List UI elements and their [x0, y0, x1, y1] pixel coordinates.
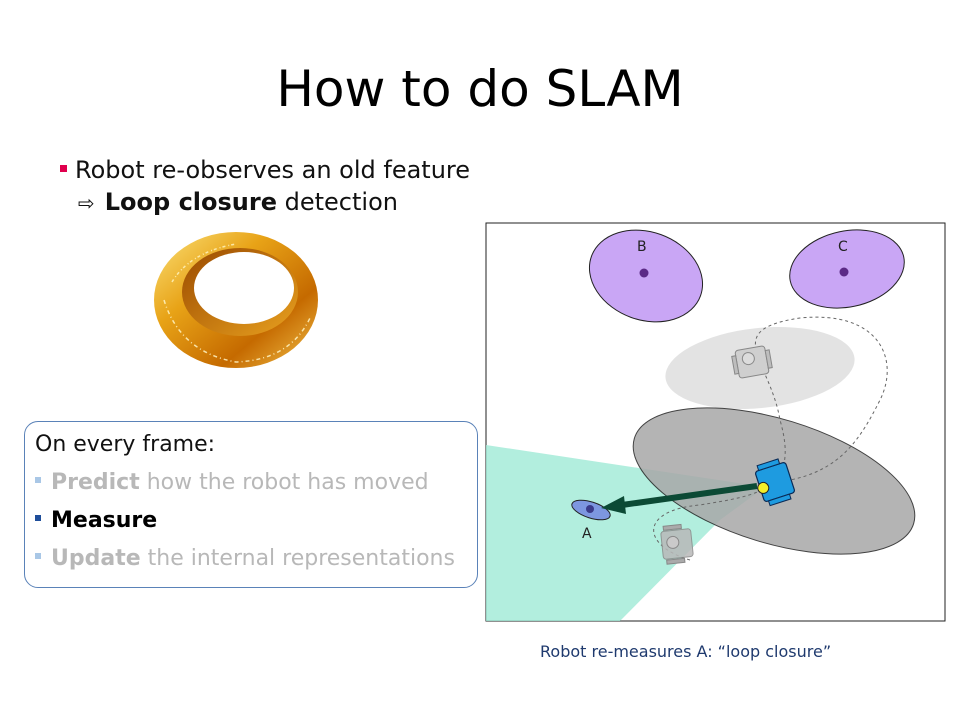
bullet-square-icon	[35, 477, 41, 483]
early-robot-pose-icon	[660, 523, 694, 565]
feature-b-dot	[639, 268, 649, 278]
robot-icon	[755, 458, 795, 507]
sub-bullet-rest: detection	[277, 188, 398, 216]
measurement-arrow	[621, 483, 758, 508]
feature-c-label: C	[838, 239, 848, 255]
step-measure-bold: Measure	[51, 508, 158, 533]
bullet-square-icon	[35, 553, 41, 559]
feature-a-dot	[586, 505, 594, 513]
diagram-caption: Robot re-measures A: “loop closure”	[540, 642, 832, 661]
feature-b-label: B	[637, 239, 647, 255]
main-bullet-text: Robot re-observes an old feature	[75, 156, 471, 184]
sub-bullet-bold: Loop closure	[104, 188, 277, 216]
main-bullet: Robot re-observes an old feature	[60, 156, 470, 184]
feature-a-label: A	[582, 526, 592, 542]
hollow-arrow-icon: ⇨	[78, 191, 95, 215]
measurement-arrowhead	[601, 496, 626, 514]
bullet-square-icon	[35, 515, 41, 521]
golden-ring-icon	[154, 232, 318, 368]
bullet-square-icon	[60, 164, 67, 172]
sub-bullet: ⇨ Loop closure detection	[78, 188, 398, 216]
past-robot-pose-icon	[731, 345, 773, 379]
step-measure: Measure	[35, 508, 157, 533]
feature-c-dot	[839, 267, 849, 277]
step-predict-rest: how the robot has moved	[139, 470, 429, 495]
step-update: Update the internal representations	[35, 546, 455, 571]
step-predict-bold: Predict	[51, 470, 140, 495]
step-update-rest: the internal representations	[140, 546, 455, 571]
frame-steps-box: On every frame: Predict how the robot ha…	[24, 421, 478, 588]
step-update-bold: Update	[51, 546, 141, 571]
slide-title: How to do SLAM	[276, 60, 684, 118]
step-predict: Predict how the robot has moved	[35, 470, 429, 495]
frame-steps-header: On every frame:	[35, 432, 216, 457]
